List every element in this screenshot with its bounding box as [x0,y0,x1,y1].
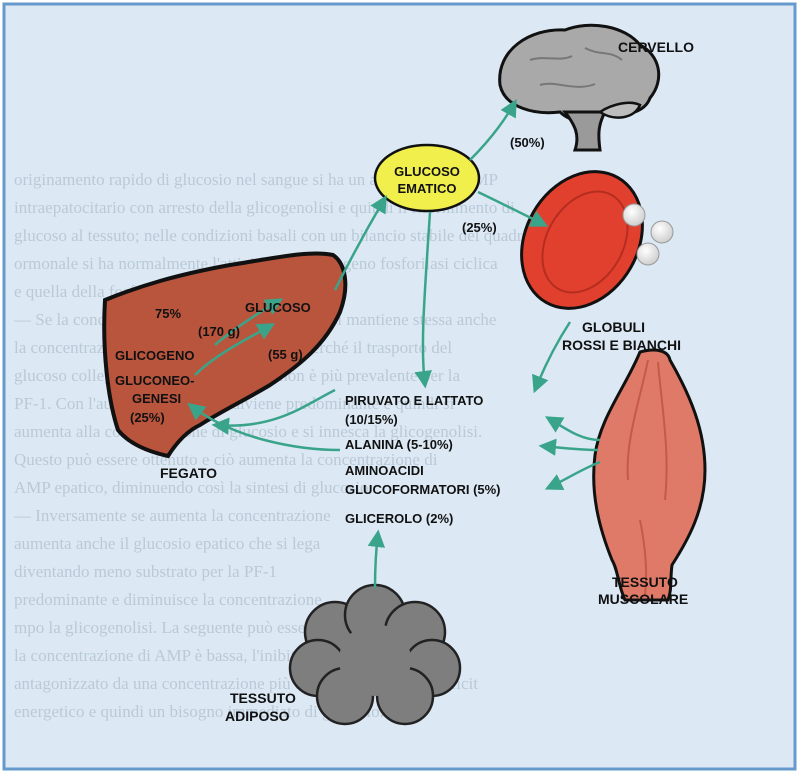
glycogen-label: GLICOGENO [115,348,194,363]
blood-cells-label-line2: ROSSI E BIANCHI [562,337,681,353]
muscle-label-line1: TESSUTO [612,574,678,590]
white-blood-cell-icon [622,203,646,227]
adipose-label-line2: ADIPOSO [225,708,290,724]
background-text-line: aumenta anche il glucosio epatico che si… [14,534,321,553]
brain-percent: (50%) [510,135,545,150]
glycerol-label: GLICEROLO (2%) [345,511,453,526]
alanine-label: ALANINA (5-10%) [345,437,453,452]
gluconeogenesis-label-line1: GLUCONEO- [115,373,194,388]
background-text-line: intraepatocitario con arresto della glic… [14,198,515,217]
background-text-line: AMP epatico, diminuendo così la sintesi … [14,478,373,497]
background-text-line: diventando meno substrato per la PF-1 [14,562,277,581]
background-text-line: — Inversamente se aumenta la concentrazi… [13,506,331,525]
white-blood-cell-icon [636,242,660,266]
adipose-cloud-icon [288,583,462,726]
muscle-icon [592,348,707,602]
pyruvate-lactate-percent: (10/15%) [345,412,398,427]
blood-cells-percent: (25%) [462,220,497,235]
liver-55g: (55 g) [268,347,303,362]
liver-glucose-label: GLUCOSO [245,300,311,315]
blood-cells-label-line1: GLOBULI [582,319,645,335]
flow-arrows [187,98,601,589]
background-text-line: energetico e quindi un bisogno immediato… [14,702,384,721]
gluconeogenesis-label-line2: GENESI [132,391,181,406]
liver-label: FEGATO [160,465,217,481]
background-text-line: predominante e diminuisce la concentrazi… [14,590,322,609]
brain-icon [498,23,661,152]
liver-170g: (170 g) [198,324,240,339]
glucogenic-label: GLUCOFORMATORI (5%) [345,482,501,497]
white-blood-cell-icon [650,220,674,244]
gluconeogenesis-percent: (25%) [130,410,165,425]
adipose-label-line1: TESSUTO [230,690,296,706]
amino-acids-label: AMINOACIDI [345,463,424,478]
background-text-line: Questo può essere ottenuto e ciò aumenta… [14,450,438,469]
background-text-line: mpo la glicogenolisi. La seguente può es… [14,618,394,637]
blood-glucose-label-line2: EMATICO [398,181,457,196]
background-text-line: glucoso al tessuto; nelle condizioni bas… [14,226,531,245]
pyruvate-lactate-label: PIRUVATO E LATTATO [345,393,483,408]
liver-icon [102,251,348,459]
muscle-label-line2: MUSCOLARE [598,591,688,607]
blood-glucose-label-line1: GLUCOSO [394,164,460,179]
blood-glucose-node [373,143,481,213]
brain-label: CERVELLO [618,39,694,55]
liver-percent-75: 75% [155,306,181,321]
